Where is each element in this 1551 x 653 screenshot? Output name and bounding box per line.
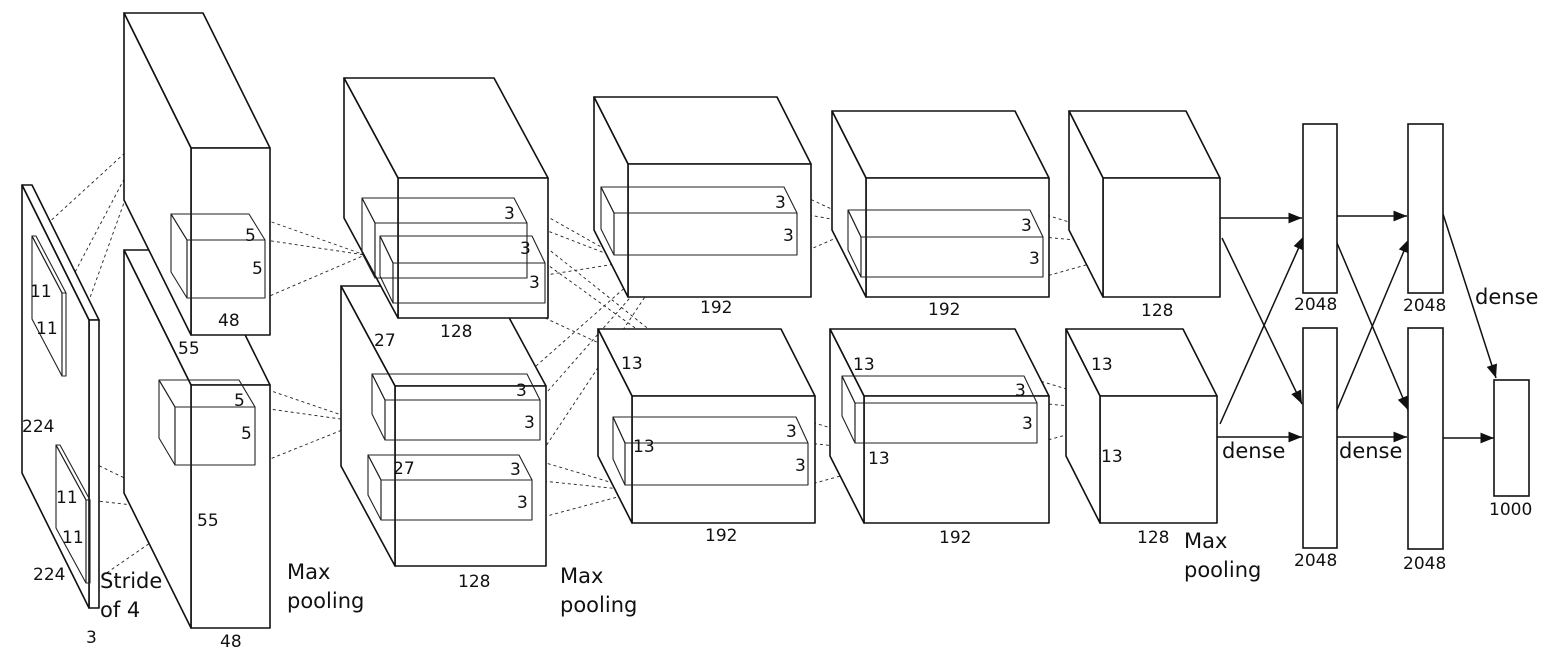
conv2-next-kernel-a: 3 bbox=[504, 204, 515, 224]
input-kernel-lower bbox=[55, 444, 91, 584]
conv2-lower-kernel-a bbox=[371, 373, 541, 441]
conv3-lower-block bbox=[597, 328, 816, 524]
conv4-lower-next-kernel-a: 3 bbox=[1015, 381, 1026, 401]
conv5-size-label-b: 13 bbox=[1101, 447, 1123, 467]
conv4-upper-block bbox=[831, 110, 1050, 298]
conv2-upper-kernel-b bbox=[379, 235, 546, 304]
pool5-label-line1: Max bbox=[1184, 529, 1227, 553]
conv3-size-label-b: 13 bbox=[633, 437, 655, 457]
conv5-layer: 13 13 128 128 Max pooling bbox=[1065, 110, 1261, 582]
input-kernel-upper bbox=[31, 235, 67, 377]
fc8-size-label: 1000 bbox=[1489, 500, 1532, 520]
conv3-upper-kernel bbox=[600, 186, 798, 256]
conv2-lower-next-kernel-c: 3 bbox=[510, 460, 521, 480]
conv1-upper-block bbox=[123, 12, 271, 336]
conv5-lower-block bbox=[1065, 328, 1218, 524]
pool2-label-line1: Max bbox=[560, 564, 603, 588]
conv1-lower-kernel bbox=[158, 379, 256, 466]
conv3-upper-block bbox=[593, 96, 812, 298]
fc7-upper-block bbox=[1407, 123, 1444, 294]
conv2-lower-next-kernel-d: 3 bbox=[517, 493, 528, 513]
conv1-upper-kernel bbox=[170, 213, 266, 299]
conv2-lower-next-kernel-a: 3 bbox=[516, 381, 527, 401]
dense-connection-arrows bbox=[1217, 210, 1497, 444]
fc7-upper-size-label: 2048 bbox=[1403, 296, 1446, 316]
conv4-upper-kernel bbox=[847, 209, 1044, 278]
conv2-lower-depth-label: 128 bbox=[458, 572, 490, 592]
fc6-dense-label: dense bbox=[1222, 439, 1285, 463]
conv2-upper-kernel-a bbox=[361, 197, 528, 279]
stride-label-line1: Stride bbox=[100, 569, 162, 593]
conv1-lower-next-kernel-b: 5 bbox=[241, 424, 252, 444]
fc7-dense-label: dense bbox=[1339, 439, 1402, 463]
conv2-depth-label: 128 bbox=[440, 322, 472, 342]
conv5-upper-block bbox=[1068, 110, 1221, 298]
input-depth-label: 3 bbox=[86, 628, 97, 648]
conv2-size-label: 27 bbox=[374, 331, 396, 351]
fc7-lower-block bbox=[1407, 327, 1444, 550]
conv3-next-kernel-b: 3 bbox=[783, 226, 794, 246]
conv4-lower-next-kernel-b: 3 bbox=[1022, 414, 1033, 434]
fc6-lower-block bbox=[1302, 327, 1338, 549]
fc8-dense-label: dense bbox=[1475, 285, 1538, 309]
fc6-layer: 2048 2048 dense bbox=[1222, 123, 1338, 571]
input-kernel-lower-label-a: 11 bbox=[56, 488, 78, 508]
conv1-next-kernel-a: 5 bbox=[245, 226, 256, 246]
input-layer: 11 11 11 11 224 224 3 Stride of 4 bbox=[21, 184, 162, 648]
conv4-next-kernel-b: 3 bbox=[1029, 249, 1040, 269]
pool1-label-line1: Max bbox=[287, 560, 330, 584]
conv1-lower-next-kernel-a: 5 bbox=[234, 391, 245, 411]
conv2-next-kernel-b: 3 bbox=[520, 239, 531, 259]
input-kernel-lower-label-b: 11 bbox=[62, 528, 84, 548]
conv2-lower-size-label: 27 bbox=[393, 459, 415, 479]
input-image-slab bbox=[21, 184, 100, 609]
conv2-lower-next-kernel-b: 3 bbox=[524, 413, 535, 433]
conv1-depth-label: 48 bbox=[218, 311, 240, 331]
conv3-layer: 3 3 3 3 13 13 192 192 bbox=[593, 96, 816, 546]
conv2-lower-kernel-b bbox=[367, 454, 533, 521]
conv2-next-kernel-c: 3 bbox=[529, 273, 540, 293]
input-kernel-label-a: 11 bbox=[30, 282, 52, 302]
conv4-size-label: 13 bbox=[853, 355, 875, 375]
conv1-lower-depth-label: 48 bbox=[220, 632, 242, 652]
conv3-lower-depth-label: 192 bbox=[705, 526, 737, 546]
fc6-upper-size-label: 2048 bbox=[1294, 295, 1337, 315]
conv5-size-label: 13 bbox=[1091, 355, 1113, 375]
conv5-lower-depth-label: 128 bbox=[1137, 528, 1169, 548]
conv1-next-kernel-b: 5 bbox=[252, 259, 263, 279]
fc8-block bbox=[1493, 379, 1530, 497]
conv4-lower-block bbox=[829, 328, 1050, 524]
conv4-lower-depth-label: 192 bbox=[939, 528, 971, 548]
input-kernel-label-b: 11 bbox=[36, 319, 58, 339]
conv3-size-label: 13 bbox=[621, 354, 643, 374]
conv1-size-label: 55 bbox=[178, 339, 200, 359]
conv3-next-kernel-a: 3 bbox=[775, 193, 786, 213]
conv4-lower-kernel bbox=[841, 375, 1038, 444]
conv4-depth-label: 192 bbox=[928, 300, 960, 320]
pool2-label-line2: pooling bbox=[560, 593, 637, 617]
conv3-lower-next-kernel-b: 3 bbox=[795, 456, 806, 476]
conv4-next-kernel-a: 3 bbox=[1021, 216, 1032, 236]
stride-label-line2: of 4 bbox=[100, 598, 140, 622]
conv1-lower-size-label: 55 bbox=[197, 511, 219, 531]
conv3-lower-kernel bbox=[612, 416, 809, 486]
input-width-label: 224 bbox=[33, 565, 65, 585]
conv5-depth-label: 128 bbox=[1141, 301, 1173, 321]
input-height-label: 224 bbox=[22, 417, 54, 437]
conv1-layer: 5 5 5 5 48 55 55 48 Max pooling bbox=[123, 12, 364, 652]
fc6-upper-block bbox=[1302, 123, 1338, 294]
conv2-layer: 3 3 3 3 3 3 3 27 128 27 128 Max pooling bbox=[340, 77, 637, 617]
conv3-lower-next-kernel-a: 3 bbox=[786, 422, 797, 442]
fc8-layer: 1000 dense bbox=[1475, 285, 1538, 520]
fc7-layer: 2048 2048 dense bbox=[1339, 123, 1446, 574]
pool1-label-line2: pooling bbox=[287, 589, 364, 613]
fc6-lower-size-label: 2048 bbox=[1294, 551, 1337, 571]
pool5-label-line2: pooling bbox=[1184, 558, 1261, 582]
conv4-size-label-b: 13 bbox=[868, 449, 890, 469]
conv3-depth-label: 192 bbox=[700, 298, 732, 318]
conv4-layer: 3 3 3 3 13 13 192 192 bbox=[829, 110, 1050, 548]
fc7-lower-size-label: 2048 bbox=[1403, 554, 1446, 574]
